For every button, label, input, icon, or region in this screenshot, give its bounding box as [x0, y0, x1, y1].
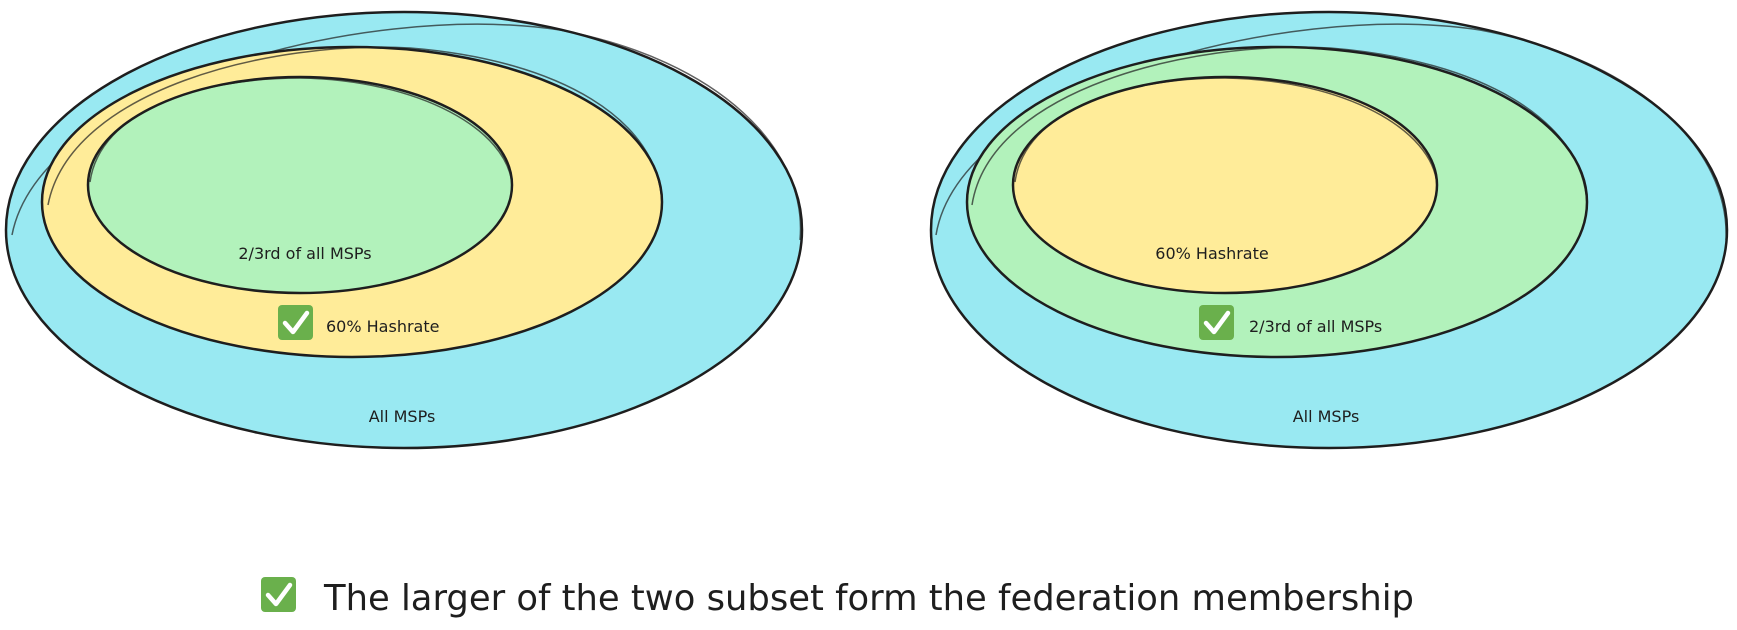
right-venn-diagram: 60% Hashrate 2/3rd of all MSPs All MSPs [929, 10, 1729, 450]
right-checked-label: 2/3rd of all MSPs [1249, 317, 1382, 336]
left-venn-diagram: 2/3rd of all MSPs 60% Hashrate All MSPs [4, 10, 804, 450]
right-inner-sketch-line [1014, 77, 1438, 186]
check-box-icon [261, 577, 296, 612]
left-outer-label: All MSPs [369, 407, 436, 426]
right-outer-label: All MSPs [1293, 407, 1360, 426]
caption: The larger of the two subset form the fe… [261, 577, 1414, 619]
right-inner-label: 60% Hashrate [1155, 244, 1268, 263]
left-inner-sketch-line [89, 77, 513, 186]
left-check-icon [278, 305, 313, 340]
left-checked-label: 60% Hashrate [326, 317, 439, 336]
caption-text: The larger of the two subset form the fe… [323, 578, 1414, 619]
left-middle-sketch-line [47, 46, 663, 206]
right-check-icon [1199, 305, 1234, 340]
right-middle-sketch-line [971, 46, 1588, 206]
left-inner-label: 2/3rd of all MSPs [238, 244, 371, 263]
